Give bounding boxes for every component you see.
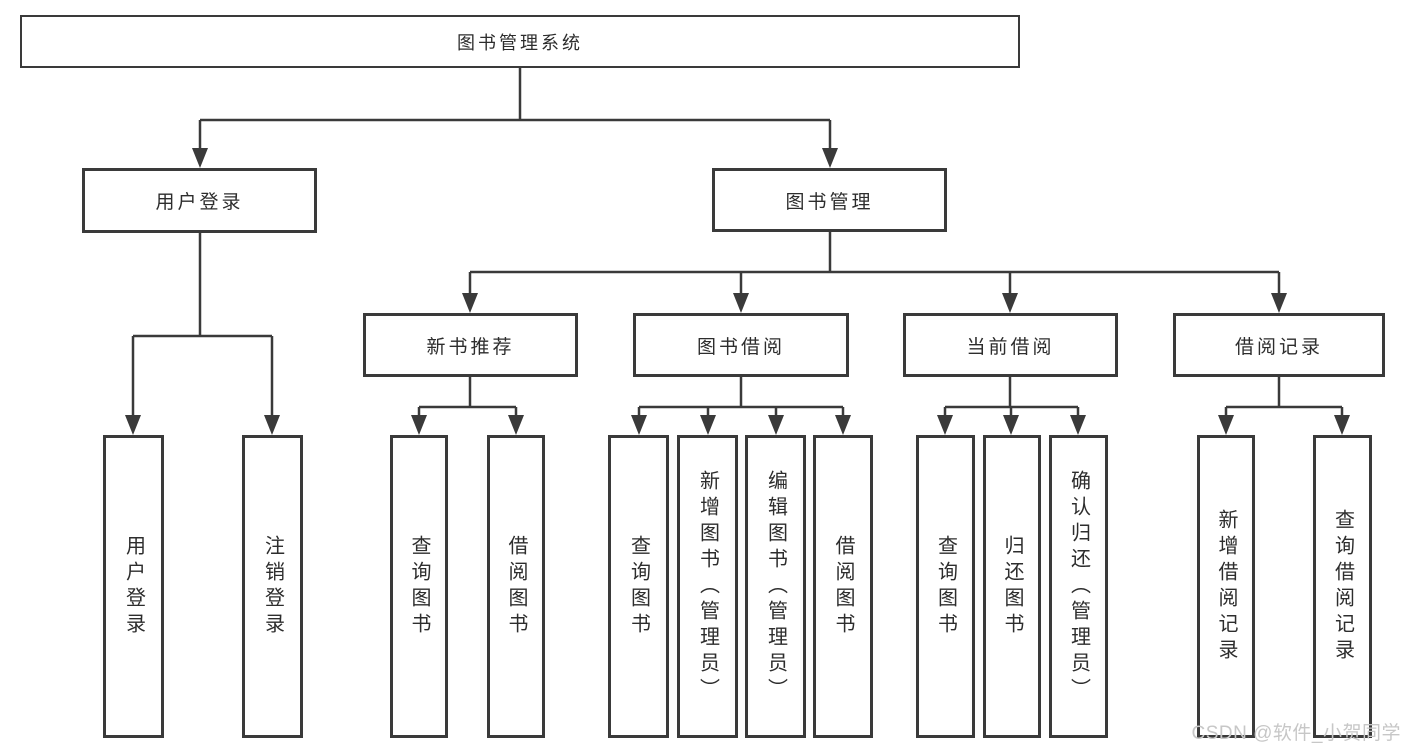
leaf-confirm-return-admin: 确认归还（管理员） (1049, 435, 1108, 738)
node-label: 图书管理 (785, 191, 874, 213)
node-label: 用户登录 (155, 192, 244, 213)
leaf-label: 借阅图书 (832, 534, 854, 639)
leaf-label: 查询图书 (408, 534, 430, 639)
leaf-edit-books-admin: 编辑图书（管理员） (745, 435, 806, 738)
leaf-query-borrow-record: 查询借阅记录 (1313, 435, 1372, 738)
csdn-watermark: CSDN @软件_小贺同学 (1191, 723, 1401, 744)
node-label: 当前借阅 (966, 336, 1055, 358)
node-book-borrow: 图书借阅 (633, 313, 849, 377)
node-label: 新书推荐 (426, 336, 515, 358)
leaf-label: 归还图书 (1001, 534, 1023, 639)
leaf-add-borrow-record: 新增借阅记录 (1197, 435, 1255, 738)
leaf-label: 编辑图书（管理员） (764, 469, 787, 704)
node-new-book-recommend: 新书推荐 (363, 313, 578, 377)
node-user-login: 用户登录 (82, 168, 317, 233)
leaf-query-books-borrow: 查询图书 (608, 435, 669, 738)
leaf-label: 查询图书 (627, 534, 650, 639)
leaf-label: 查询图书 (934, 534, 957, 639)
leaf-label: 注销登录 (261, 534, 284, 639)
leaf-label: 查询借阅记录 (1331, 508, 1354, 665)
node-borrow-records: 借阅记录 (1173, 313, 1385, 377)
leaf-add-books-admin: 新增图书（管理员） (677, 435, 738, 738)
leaf-borrow-books-recommend: 借阅图书 (487, 435, 545, 738)
arrowhead-icons (125, 148, 1350, 435)
leaf-label: 借阅图书 (505, 534, 527, 639)
node-book-management: 图书管理 (712, 168, 947, 232)
leaf-query-books-recommend: 查询图书 (390, 435, 448, 738)
leaf-label: 用户登录 (122, 534, 145, 639)
leaf-logout: 注销登录 (242, 435, 303, 738)
leaf-user-login: 用户登录 (103, 435, 164, 738)
leaf-query-books-current: 查询图书 (916, 435, 975, 738)
node-current-borrow: 当前借阅 (903, 313, 1118, 377)
node-label: 图书借阅 (696, 336, 785, 358)
node-label: 借阅记录 (1234, 336, 1323, 358)
leaf-label: 新增图书（管理员） (696, 469, 719, 704)
leaf-return-books: 归还图书 (983, 435, 1041, 738)
leaf-label: 新增借阅记录 (1215, 508, 1237, 665)
node-label: 图书管理系统 (457, 32, 583, 53)
leaf-label: 确认归还（管理员） (1067, 469, 1090, 704)
node-library-management-system: 图书管理系统 (20, 15, 1020, 68)
leaf-borrow-books: 借阅图书 (813, 435, 873, 738)
